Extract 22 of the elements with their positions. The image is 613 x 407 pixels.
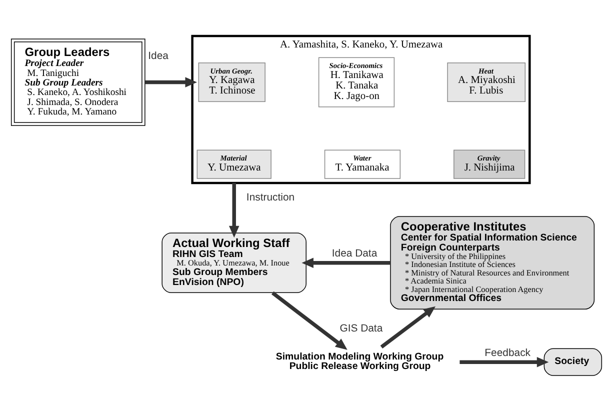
edge-label: Idea	[148, 50, 168, 62]
arrow	[302, 258, 390, 268]
edge-label: Feedback	[484, 348, 531, 359]
node-box: Water T. Yamanaka	[324, 150, 401, 179]
node-box: Group Leaders Project Leader M. Taniguchi Sub Group Leaders S. Kaneko, A. Yoshikoshi J. Shimada, S. Onodera Y. Fukuda, M. Yamano	[10, 38, 146, 126]
node-text: Simulation Modeling Working Group Public Release Working Group	[276, 351, 444, 372]
node-box: Heat A. Miyakoshi F. Lubis	[447, 62, 526, 102]
node-box: Material Y. Umezawa	[196, 150, 272, 179]
edge-label: GIS Data	[340, 323, 383, 334]
edge-label: Idea Data	[332, 248, 378, 260]
arrow	[460, 356, 549, 368]
arrow	[228, 182, 240, 238]
node-box: Society	[544, 348, 602, 376]
node-box: Cooperative Institutes Center for Spatial Information Science Foreign Counterparts * University of the Philippines * Indonesian Institute of Sciences * Ministry of Natural Resources and Environment * Academia Sinica * Japan International Cooperation Agency Governmental Offices	[390, 216, 595, 310]
node-box: Socio-Economics H. Tanikawa K. Tanaka K. Jago-on	[318, 57, 395, 108]
arrow	[144, 77, 197, 88]
node-box: Urban Geogr. Y. Kagawa T. Ichinose	[198, 62, 266, 102]
arrow	[272, 291, 348, 350]
node-box: Gravity J. Nishijima	[454, 150, 526, 179]
node-box: Actual Working Staff RIHN GIS Team M. Okuda, Y. Umezawa, M. Inoue Sub Group Members EnVision (NPO)	[162, 232, 306, 294]
edge-label: Instruction	[246, 192, 295, 204]
arrow	[380, 306, 436, 349]
